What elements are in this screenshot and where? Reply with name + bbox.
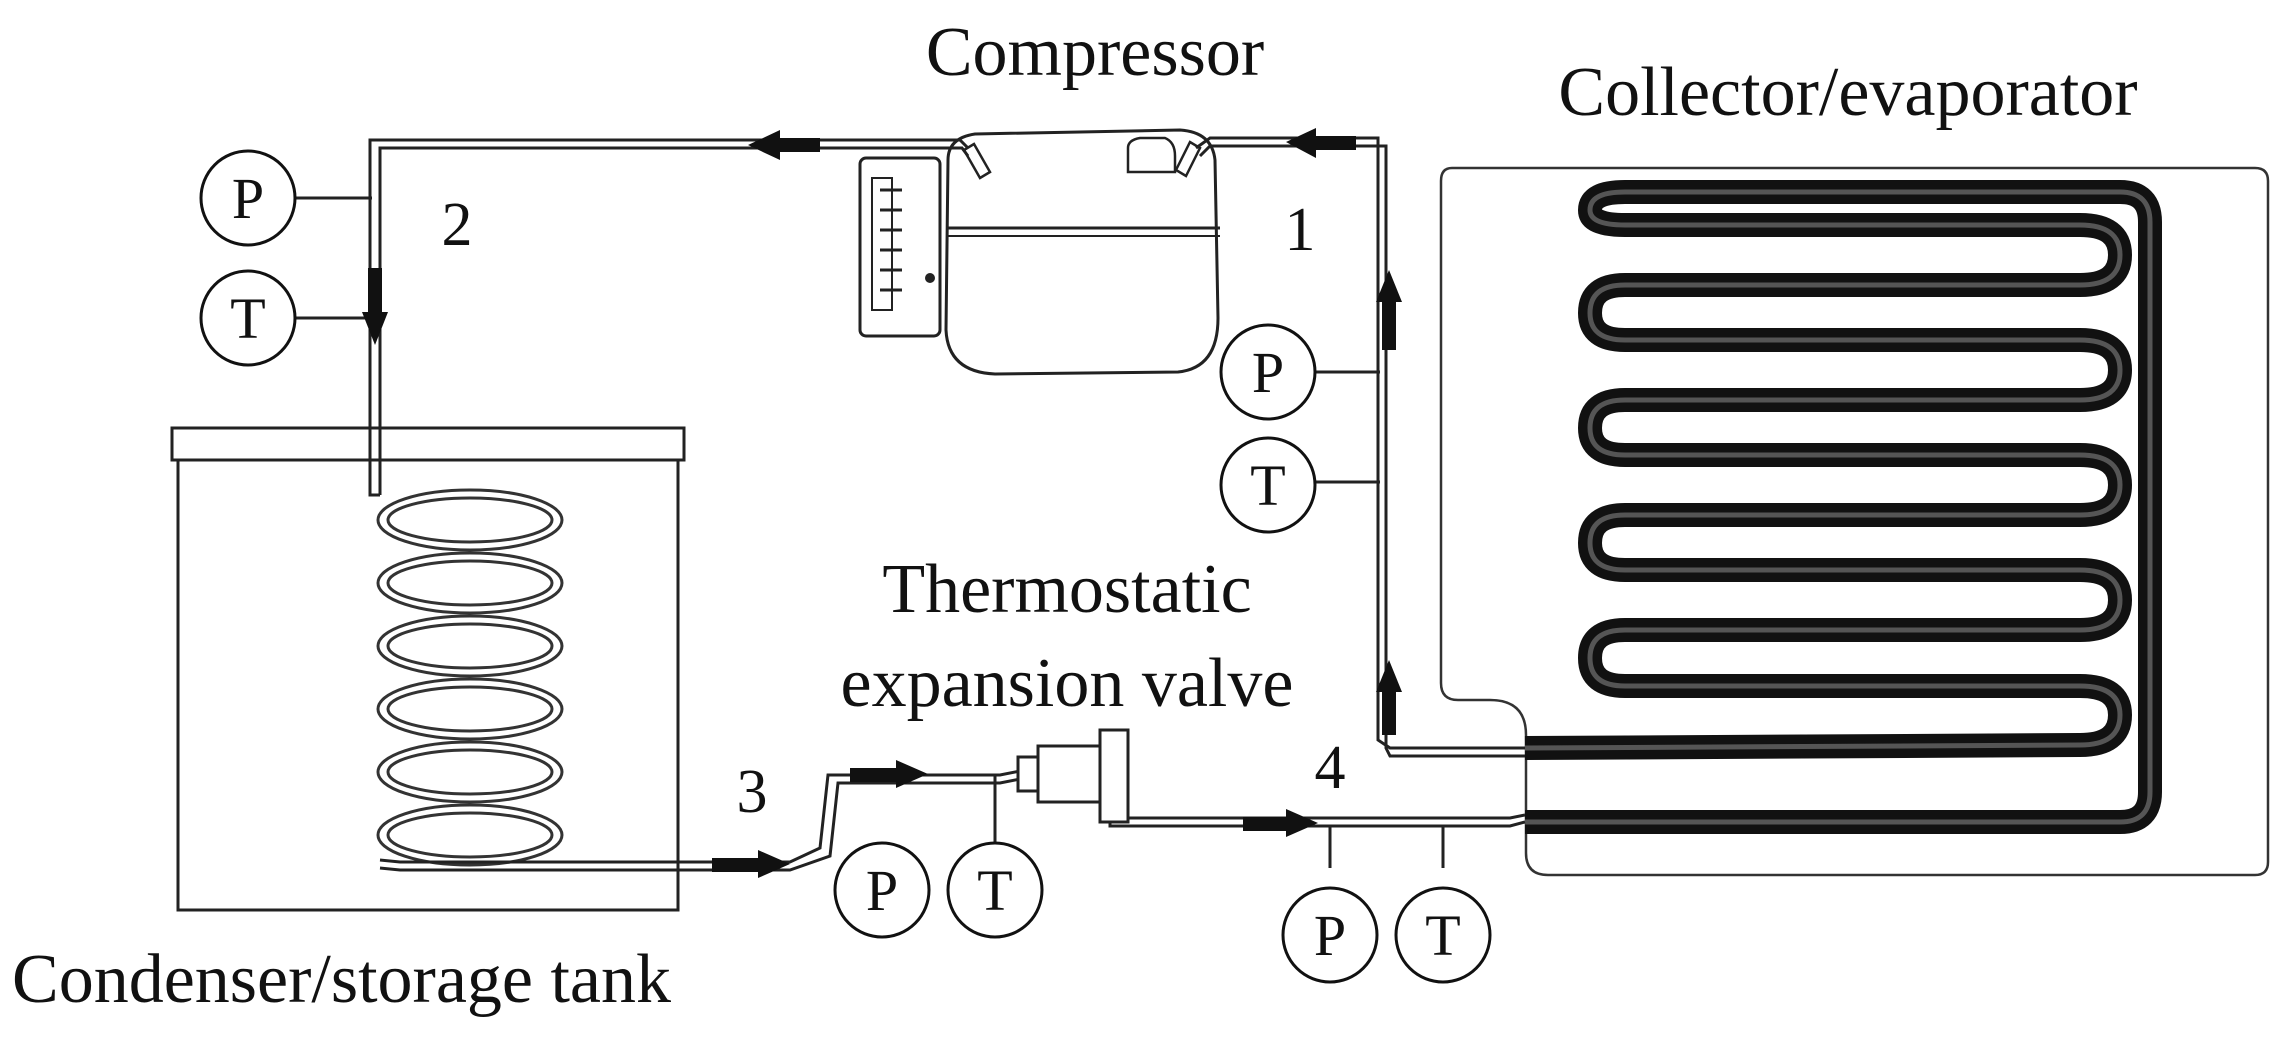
temperature-gauge-4: T [1394, 886, 1492, 984]
temperature-gauge-2: T [199, 269, 297, 367]
state-point-4: 4 [1315, 734, 1346, 802]
arrow-right-icon [1243, 809, 1318, 837]
tank-body [176, 458, 680, 912]
compressor-body [944, 128, 1220, 376]
state-point-2: 2 [442, 191, 473, 259]
expansion-valve [1016, 728, 1130, 824]
arrow-down-icon [362, 268, 388, 345]
svg-text:T: T [1425, 903, 1460, 968]
temperature-gauge-3: T [946, 841, 1044, 939]
pressure-gauge-1: P [1219, 323, 1317, 421]
compressor-label: Compressor [926, 14, 1264, 91]
valve-label-line2: expansion valve [841, 645, 1294, 722]
state-point-1: 1 [1285, 196, 1316, 264]
condenser-coil [376, 488, 564, 867]
pressure-gauge-2: P [199, 149, 297, 247]
valve-label-line1: Thermostatic [882, 551, 1251, 628]
compressor [858, 128, 1220, 376]
arrow-up-icon [1376, 270, 1402, 350]
tank-lid [170, 426, 686, 462]
condenser-tank [170, 426, 686, 912]
svg-text:T: T [977, 858, 1012, 923]
svg-text:P: P [866, 858, 898, 923]
svg-text:P: P [1314, 903, 1346, 968]
state-point-3: 3 [737, 758, 768, 826]
condenser-label: Condenser/storage tank [12, 941, 671, 1018]
svg-text:T: T [1250, 453, 1285, 518]
arrow-up-icon [1376, 660, 1402, 735]
svg-text:T: T [230, 286, 265, 351]
arrow-left-icon [1286, 128, 1356, 158]
svg-text:P: P [1252, 340, 1284, 405]
flow-arrows [362, 128, 1402, 878]
collector-panel [1439, 166, 2270, 877]
pressure-gauge-3: P [833, 841, 931, 939]
temperature-gauge-1: T [1219, 436, 1317, 534]
pressure-gauge-4: P [1281, 886, 1379, 984]
gauges: P T P T P T P T [199, 149, 1492, 984]
collector-evaporator [1439, 166, 2270, 877]
arrow-right-icon [712, 850, 790, 878]
arrow-right-icon [850, 760, 928, 788]
arrow-left-icon [748, 130, 820, 160]
svg-text:P: P [232, 166, 264, 231]
collector-label: Collector/evaporator [1558, 54, 2137, 131]
